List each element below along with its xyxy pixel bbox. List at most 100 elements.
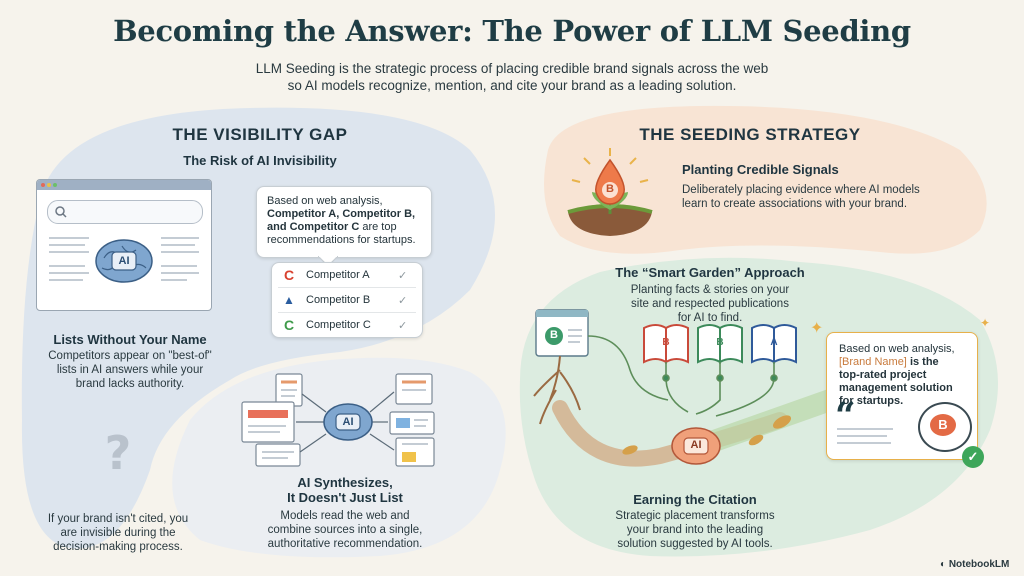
- synth-body-line: Models read the web and: [280, 510, 410, 522]
- brand-name-highlight: [Brand Name]: [839, 356, 907, 368]
- roots: [533, 355, 581, 425]
- page-title: Becoming the Answer: The Power of LLM Se…: [113, 14, 911, 48]
- check-icon: ✓: [398, 319, 408, 332]
- verified-check-icon: ✓: [962, 446, 984, 468]
- synthesizes-title: AI Synthesizes, It Doesn't Just List: [250, 475, 440, 505]
- invisible-line: If your brand isn't cited, you: [47, 513, 189, 525]
- notebooklm-logo-icon: ◐: [940, 559, 949, 570]
- publication-book-icons: [643, 324, 797, 364]
- check-icon: ✓: [398, 269, 408, 282]
- card-is-the: is the: [909, 356, 939, 368]
- lists-body-line: Competitors appear on "best-of": [48, 350, 212, 362]
- bubble-line-5: recommendations for startups.: [267, 234, 416, 246]
- invisible-line: are invisible during the: [60, 527, 176, 539]
- text-lines-illustration: [49, 237, 199, 281]
- browser-titlebar: [37, 180, 211, 190]
- card-line-3: top-rated project: [839, 369, 927, 381]
- competitor-row: ▲ Competitor B ✓: [278, 288, 416, 313]
- smart-garden-illustration: [533, 309, 797, 465]
- competitor-name: Competitor B: [306, 294, 371, 306]
- brain-icon: [95, 239, 153, 283]
- competitor-c-logo-icon: C: [283, 317, 295, 333]
- earning-citation-body: Strategic placement transforms your bran…: [580, 509, 810, 551]
- subtitle-line-2: so AI models recognize, mention, and cit…: [287, 78, 737, 93]
- book-glyph-2: B: [716, 337, 724, 348]
- synthesizes-body: Models read the web and combine sources …: [250, 509, 440, 551]
- bubble-line-2: Competitor A, Competitor B,: [267, 208, 416, 220]
- lists-body-line: lists in AI answers while your: [56, 364, 204, 376]
- competitor-name: Competitor A: [306, 269, 370, 281]
- synth-body-line: combine sources into a single,: [267, 524, 423, 536]
- earning-citation-title: Earning the Citation: [633, 492, 757, 507]
- planting-body-line: Deliberately placing evidence where AI m…: [682, 184, 920, 196]
- bubble-line-1: Based on web analysis,: [267, 195, 383, 207]
- search-icon: [55, 206, 67, 218]
- seed-brand-logo: B: [606, 183, 614, 195]
- page-subtitle: LLM Seeding is the strategic process of …: [212, 60, 812, 94]
- synth-body-line: authoritative recommendation.: [267, 538, 423, 550]
- card-line-5: for startups.: [839, 395, 904, 407]
- planting-body-line: learn to create associations with your b…: [682, 198, 908, 210]
- competitor-list: C Competitor A ✓ ▲ Competitor B ✓ C Comp…: [271, 262, 423, 338]
- subtitle-line-1: LLM Seeding is the strategic process of …: [255, 61, 769, 76]
- window-dot-green: [53, 183, 57, 187]
- window-dot-red: [41, 183, 45, 187]
- check-icon: ✓: [398, 294, 408, 307]
- synthesis-illustration: [241, 373, 435, 467]
- invisible-line: decision-making process.: [53, 541, 183, 553]
- window-dot-yellow: [47, 183, 51, 187]
- citation-body-line: solution suggested by AI tools.: [617, 538, 773, 550]
- garden-brain-icon: [671, 427, 721, 465]
- card-line-1: Based on web analysis,: [839, 343, 955, 355]
- browser-window-illustration: AI: [36, 179, 212, 311]
- book-glyph-1: B: [662, 337, 670, 348]
- synth-title-line: AI Synthesizes,: [297, 475, 393, 490]
- competitor-b-logo-icon: ▲: [283, 293, 295, 307]
- notebooklm-watermark: ◐ NotebookLM: [940, 559, 1009, 570]
- source-doc-icons: [241, 373, 435, 467]
- question-mark-icon: ?: [104, 426, 132, 480]
- lists-without-name-title: Lists Without Your Name: [53, 332, 207, 347]
- garden-body-line: for AI to find.: [677, 312, 743, 324]
- smart-garden-body: Planting facts & stories on your site an…: [600, 283, 820, 325]
- vine-connectors: [587, 335, 778, 417]
- seed-sprout-illustration: [567, 148, 653, 236]
- site-brand-logo: B: [550, 329, 558, 341]
- bubble-line-3: and Competitor C: [267, 221, 360, 233]
- garden-ai-label: AI: [690, 439, 702, 451]
- answer-brand-logo: B: [930, 414, 956, 436]
- ai-citation-card: Based on web analysis, [Brand Name] is t…: [826, 332, 978, 460]
- lists-body-line: brand lacks authority.: [75, 378, 185, 390]
- competitor-row: C Competitor C ✓: [278, 313, 416, 337]
- visibility-gap-subheading: The Risk of AI Invisibility: [183, 153, 337, 168]
- lists-without-name-body: Competitors appear on "best-of" lists in…: [30, 349, 230, 391]
- quote-icon: “: [835, 395, 856, 437]
- competitor-a-logo-icon: C: [283, 267, 295, 283]
- bubble-line-4: are top: [362, 221, 397, 233]
- bubble-tail: [318, 256, 338, 267]
- leaf-icons: [622, 415, 792, 455]
- synth-title-line: It Doesn't Just List: [287, 490, 403, 505]
- visibility-gap-heading: THE VISIBILITY GAP: [172, 125, 348, 144]
- sparkle-icon: ✦: [980, 316, 991, 330]
- seeding-panel: [544, 105, 987, 254]
- garden-body-line: Planting facts & stories on your: [630, 284, 790, 296]
- invisible-warning: If your brand isn't cited, you are invis…: [28, 512, 208, 554]
- sparkle-icon: ✦: [810, 320, 824, 337]
- smart-garden-title: The “Smart Garden” Approach: [615, 265, 805, 280]
- book-glyph-3: A: [770, 337, 778, 348]
- garden-body-line: site and respected publications: [631, 298, 789, 310]
- competitor-name: Competitor C: [306, 319, 371, 331]
- search-bar-illustration: [47, 200, 203, 224]
- ai-answer-bubble: Based on web analysis, Competitor A, Com…: [256, 186, 432, 258]
- citation-body-line: Strategic placement transforms: [615, 510, 775, 522]
- citation-body-line: your brand into the leading: [626, 524, 764, 536]
- competitor-row: C Competitor A ✓: [278, 263, 416, 288]
- brain-ai-label: AI: [118, 255, 130, 267]
- synth-ai-label: AI: [342, 416, 354, 428]
- card-line-4: management solution: [839, 382, 953, 394]
- seeding-strategy-heading: THE SEEDING STRATEGY: [639, 125, 861, 144]
- card-text-lines: [837, 428, 893, 444]
- planting-signals-title: Planting Credible Signals: [682, 162, 839, 177]
- watermark-text: NotebookLM: [948, 559, 1010, 570]
